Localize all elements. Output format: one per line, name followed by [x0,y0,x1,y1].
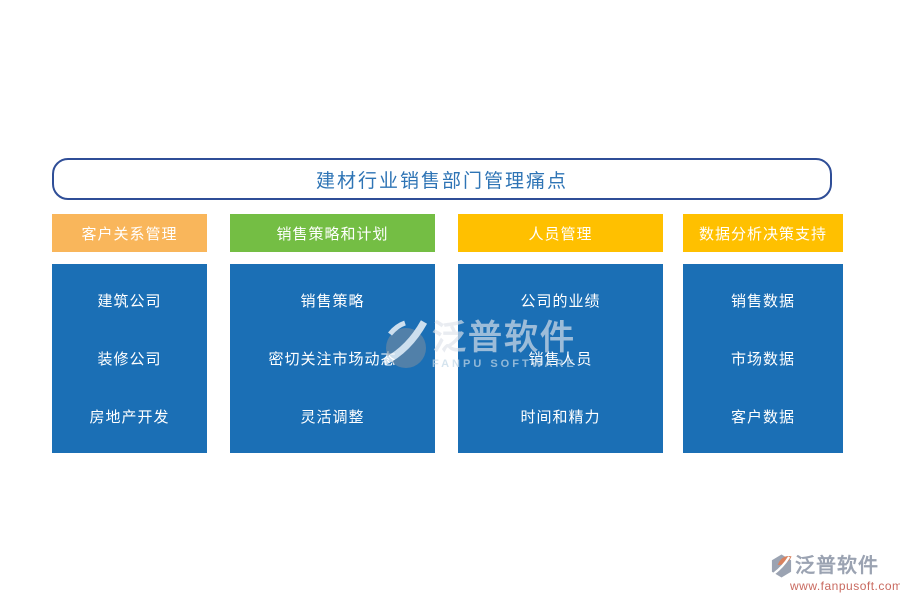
footer-logo-icon [771,554,792,578]
column-panel: 销售数据 市场数据 客户数据 [683,264,843,453]
footer-brand-text: 泛普软件 [795,555,879,577]
column-sales-strategy: 销售策略和计划 销售策略 密切关注市场动态 灵活调整 [230,214,435,453]
panel-item: 客户数据 [730,408,795,426]
page-title: 建材行业销售部门管理痛点 [315,170,568,192]
panel-item: 房地产开发 [89,408,170,426]
column-header: 销售策略和计划 [230,214,435,252]
panel-item: 公司的业绩 [520,293,601,311]
panel-item: 时间和精力 [520,408,601,426]
panel-item: 销售数据 [730,293,795,311]
panel-item: 市场数据 [730,350,795,368]
column-customer-relations: 客户关系管理 建筑公司 装修公司 房地产开发 [52,214,207,453]
column-panel: 销售策略 密切关注市场动态 灵活调整 [230,264,435,453]
panel-item: 销售策略 [300,293,365,311]
column-header: 数据分析决策支持 [683,214,843,252]
column-panel: 公司的业绩 销售人员 时间和精力 [458,264,663,453]
footer-url-text: www.fanpusoft.com [790,579,900,593]
column-personnel-management: 人员管理 公司的业绩 销售人员 时间和精力 [458,214,663,453]
title-box: 建材行业销售部门管理痛点 [52,158,832,200]
panel-item: 装修公司 [97,350,162,368]
footer-logo: 泛普软件 www.fanpusoft.com [770,553,900,593]
column-header: 人员管理 [458,214,663,252]
panel-item: 密切关注市场动态 [268,350,397,368]
panel-item: 灵活调整 [300,408,365,426]
column-header: 客户关系管理 [52,214,207,252]
column-panel: 建筑公司 装修公司 房地产开发 [52,264,207,453]
panel-item: 建筑公司 [97,293,162,311]
panel-item: 销售人员 [528,350,593,368]
column-data-analysis: 数据分析决策支持 销售数据 市场数据 客户数据 [683,214,843,453]
